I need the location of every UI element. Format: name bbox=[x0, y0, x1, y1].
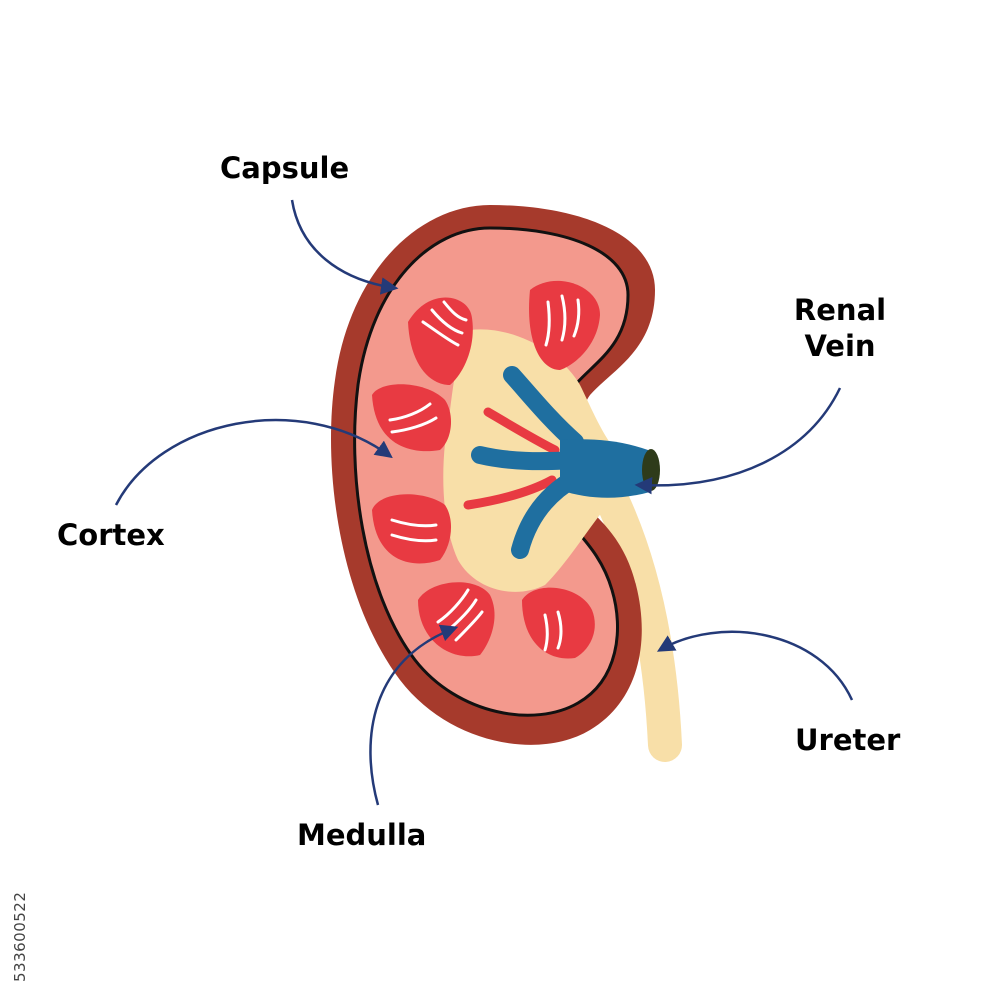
cortex-label: Cortex bbox=[57, 518, 165, 552]
pyramid-3 bbox=[372, 384, 452, 452]
renal-vein-arrow bbox=[634, 387, 842, 495]
pyramid-striations bbox=[388, 294, 581, 652]
pyramid-6 bbox=[522, 587, 595, 659]
pyramid-1 bbox=[408, 297, 473, 385]
medulla-arrow bbox=[369, 624, 459, 806]
renal-arteries bbox=[463, 407, 560, 510]
renal-vein-label-line2: Vein bbox=[804, 329, 876, 363]
ureter-label: Ureter bbox=[795, 723, 901, 757]
capsule-label: Capsule bbox=[220, 151, 350, 185]
cortex-arrow bbox=[114, 418, 393, 506]
leader-arrows bbox=[114, 199, 854, 806]
stock-id-watermark: 533600522 bbox=[2, 862, 38, 982]
medulla-label: Medulla bbox=[297, 818, 427, 852]
renal-vein-label: Renal Vein bbox=[780, 292, 900, 364]
ureter-arrow bbox=[656, 630, 854, 701]
medulla-pyramids bbox=[372, 280, 600, 659]
renal-vein-label-line1: Renal bbox=[793, 293, 887, 327]
pyramid-4 bbox=[372, 494, 452, 564]
capsule-arrow bbox=[290, 199, 399, 295]
renal-vein bbox=[471, 366, 660, 559]
ureter bbox=[595, 483, 682, 762]
stock-id-text: 533600522 bbox=[11, 891, 29, 982]
